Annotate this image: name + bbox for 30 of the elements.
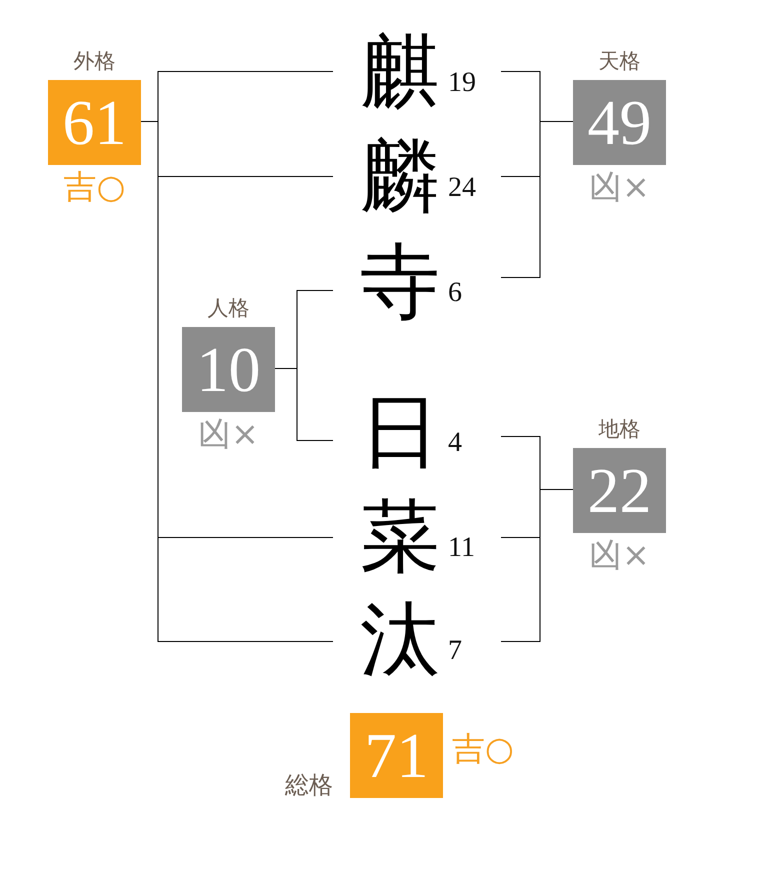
stroke-count: 11 [448,534,475,562]
score-tile: 22 [573,448,666,533]
category-label: 人格 [208,295,250,321]
fortune-verdict: 凶× [589,167,650,207]
bracket-line [501,120,573,278]
bracket-line [501,488,573,642]
kanji-character: 麟 [360,138,440,218]
category-label: 外格 [74,48,116,74]
bracket-line [275,368,333,442]
fortune-verdict: 凶× [198,414,259,454]
kanji-character: 汰 [360,601,440,681]
stroke-count: 24 [448,174,476,202]
fortune-verdict: 凶× [589,535,650,575]
category-label: 天格 [598,48,640,74]
score-tile: 49 [573,80,666,165]
stroke-count: 7 [448,637,462,665]
kanji-character: 寺 [360,243,440,323]
kanji-character: 菜 [360,498,440,578]
fortune-verdict: 吉○ [452,729,514,769]
fortune-verdict: 吉○ [64,167,126,207]
score-tile: 71 [350,713,443,798]
score-tile: 61 [48,80,141,165]
stroke-count: 6 [448,279,462,307]
stroke-count: 19 [448,69,476,97]
score-tile: 10 [182,327,275,412]
stroke-count: 4 [448,429,462,457]
category-label: 地格 [598,416,640,442]
category-label: 総格 [285,772,333,798]
kanji-character: 日 [360,393,440,473]
kanji-character: 麒 [360,33,440,113]
